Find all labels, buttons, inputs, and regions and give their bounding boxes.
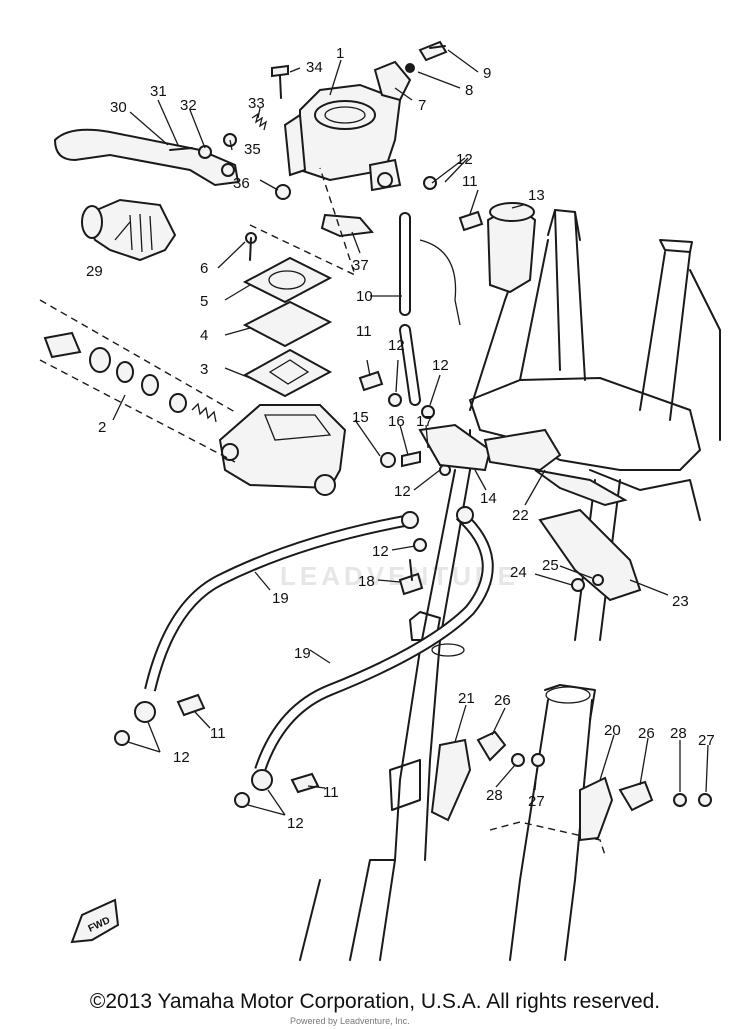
callout-11-a: 11 [462, 173, 478, 190]
callout-23: 23 [672, 593, 689, 610]
callout-34: 34 [306, 59, 323, 76]
forward-arrow-icon: FWD [70, 898, 120, 944]
brake-lever [53, 128, 240, 187]
callout-12-b: 12 [388, 337, 405, 354]
callout-33: 33 [248, 95, 265, 112]
callout-27-b: 27 [698, 732, 715, 749]
leader-lines [112, 49, 709, 816]
handlebar-switch [81, 198, 177, 262]
hose-holders [430, 730, 712, 842]
callout-26-b: 26 [638, 725, 655, 742]
callout-21: 21 [458, 690, 475, 707]
callout-31: 31 [150, 83, 167, 100]
callout-10: 10 [356, 288, 373, 305]
callout-28-a: 28 [486, 787, 503, 804]
brake-hoses [114, 176, 494, 808]
callout-20: 20 [604, 722, 621, 739]
callout-36: 36 [233, 175, 250, 192]
boot [486, 202, 537, 294]
callout-12-g: 12 [287, 815, 304, 832]
callout-18: 18 [358, 573, 375, 590]
callout-1: 1 [336, 45, 344, 62]
callout-12-c: 12 [432, 357, 449, 374]
callout-35: 35 [244, 141, 261, 158]
callout-11-d: 11 [323, 784, 339, 801]
callout-2: 2 [98, 419, 106, 436]
callout-25: 25 [542, 557, 559, 574]
callout-6: 6 [200, 260, 208, 277]
callout-11-c: 11 [210, 725, 226, 742]
callout-3: 3 [200, 361, 208, 378]
watermark: LEADVENTURE [280, 561, 519, 591]
hose-guide-brackets [483, 428, 642, 602]
gasket-stack [242, 232, 333, 398]
callout-19-a: 19 [272, 590, 289, 607]
callout-16: 16 [388, 413, 405, 430]
callout-5: 5 [200, 293, 208, 310]
callout-32: 32 [180, 97, 197, 114]
credit-text: Powered by Leadventure, Inc. [290, 1016, 410, 1026]
callout-37: 37 [352, 257, 369, 274]
callout-22: 22 [512, 507, 529, 524]
callout-28-b: 28 [670, 725, 687, 742]
exploded-parts-diagram: LEADVENTURE [39, 40, 721, 961]
callout-12-f: 12 [173, 749, 190, 766]
callout-29: 29 [86, 263, 103, 280]
callout-12-a: 12 [456, 151, 473, 168]
callout-9: 9 [483, 65, 491, 82]
callout-12-e: 12 [372, 543, 389, 560]
callout-19-b: 19 [294, 645, 311, 662]
callout-17: 17 [416, 413, 433, 430]
callout-30: 30 [110, 99, 127, 116]
callout-4: 4 [200, 327, 208, 344]
callout-11-b: 11 [356, 323, 372, 340]
callout-27-a: 27 [528, 793, 545, 810]
callout-13: 13 [528, 187, 545, 204]
callout-labels: 1 2 3 4 5 6 7 8 9 10 11 11 11 11 12 12 1… [86, 45, 715, 832]
callout-14: 14 [480, 490, 497, 507]
callout-26-a: 26 [494, 692, 511, 709]
callout-24: 24 [510, 564, 527, 581]
callout-8: 8 [465, 82, 473, 99]
copyright-notice: ©2013 Yamaha Motor Corporation, U.S.A. A… [89, 990, 661, 1013]
master-cylinder-upper [249, 40, 448, 277]
callout-15: 15 [352, 409, 369, 426]
callout-7: 7 [418, 97, 426, 114]
master-cylinder-lower [39, 299, 347, 496]
callout-12-d: 12 [394, 483, 411, 500]
